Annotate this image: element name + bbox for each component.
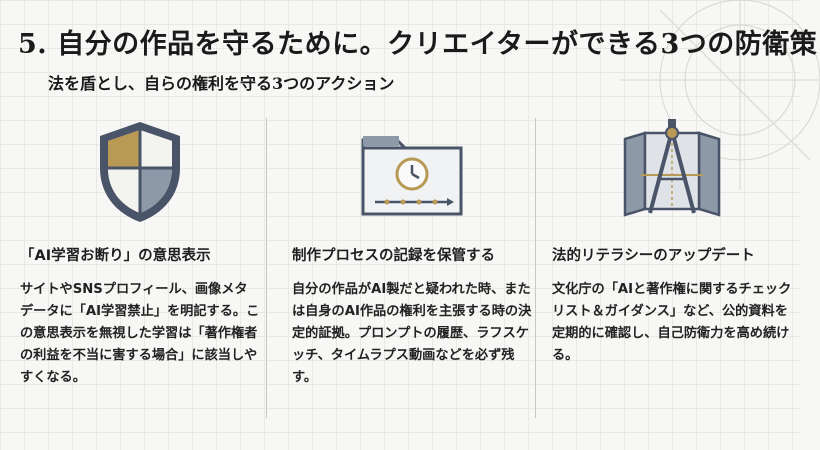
column-ai-opt-out: 「AI学習お断り」の意思表示 サイトやSNSプロフィール、画像メタデータに「AI… <box>20 112 260 389</box>
column-divider-1 <box>266 118 267 418</box>
shield-icon <box>100 122 180 222</box>
column-legal-literacy: 法的リテラシーのアップデート 文化庁の「AIと著作権に関するチェックリスト＆ガイ… <box>552 112 792 367</box>
page-subtitle: 法を盾とし、自らの権利を守る3つのアクション <box>48 74 395 93</box>
column-heading: 制作プロセスの記録を保管する <box>292 248 495 264</box>
column-divider-2 <box>535 118 536 418</box>
column-body: 自分の作品がAI製だと疑われた時、または自身のAI作品の権利を主張する時の決定的… <box>292 282 532 385</box>
column-heading: 法的リテラシーのアップデート <box>552 248 755 264</box>
column-record-process: 制作プロセスの記録を保管する 自分の作品がAI製だと疑われた時、または自身のAI… <box>292 112 532 389</box>
column-body: 文化庁の「AIと著作権に関するチェックリスト＆ガイダンス」など、公的資料を定期的… <box>552 282 792 363</box>
compass-blueprint-icon <box>623 119 721 217</box>
column-heading: 「AI学習お断り」の意思表示 <box>20 248 211 264</box>
column-body: サイトやSNSプロフィール、画像メタデータに「AI学習禁止」を明記する。この意思… <box>20 282 260 385</box>
folder-clock-icon <box>361 136 463 216</box>
blueprint-decoration <box>620 0 820 190</box>
page-title: 5. 自分の作品を守るために。クリエイターができる3つの防衛策 <box>18 29 818 60</box>
background-grid <box>0 0 800 450</box>
